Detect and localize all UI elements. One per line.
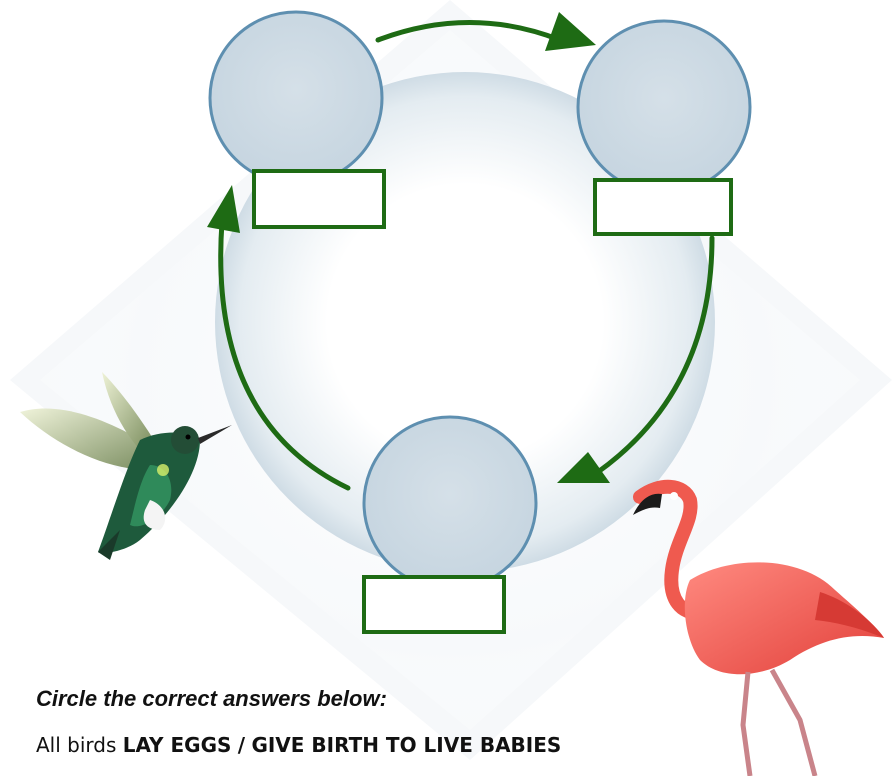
stage-label-box-2[interactable] [593,178,733,236]
option-lay-eggs[interactable]: LAY EGGS [123,733,232,757]
stage-circle-2 [578,21,750,193]
question-statement: All birds LAY EGGS / GIVE BIRTH TO LIVE … [36,733,561,757]
instruction-text: Circle the correct answers below: [36,686,387,712]
question-prefix: All birds [36,733,116,757]
option-give-birth[interactable]: GIVE BIRTH TO LIVE BABIES [251,733,561,757]
stage-label-box-1[interactable] [252,169,386,229]
option-separator: / [238,733,245,757]
stage-circle-3 [364,417,536,589]
stage-label-box-3[interactable] [362,575,506,634]
stage-circle-1 [210,12,382,184]
arrowhead-top [545,12,596,51]
